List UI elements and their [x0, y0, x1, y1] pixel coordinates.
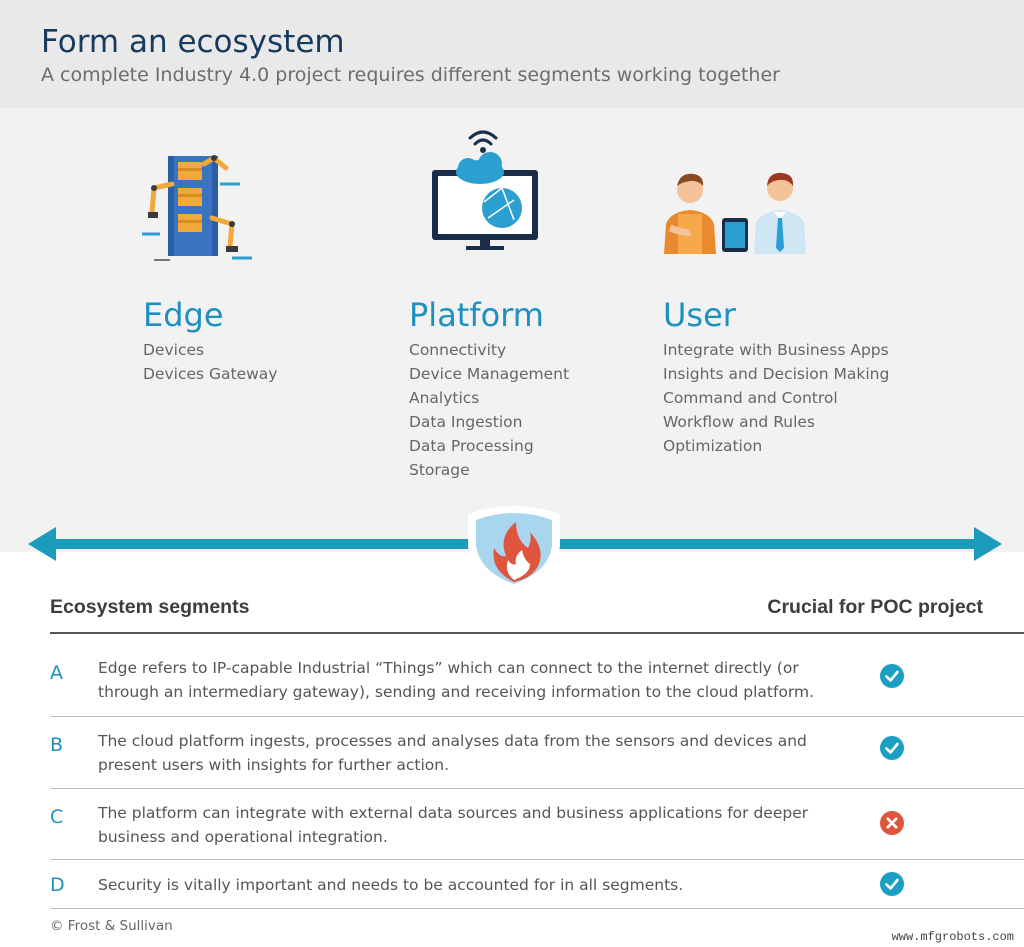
- platform-item: Data Processing: [409, 437, 534, 455]
- edge-item: Devices: [143, 341, 205, 359]
- platform-column: Platform Connectivity Device Management …: [409, 296, 569, 482]
- row-letter: C: [50, 806, 64, 828]
- workers-tablet-icon: [664, 172, 806, 254]
- check-icon: [880, 872, 904, 896]
- segments-header: Ecosystem segments: [50, 596, 250, 618]
- user-item: Command and Control: [663, 389, 838, 407]
- row-divider: [50, 716, 1024, 717]
- right-arrowhead-icon: [974, 527, 1002, 561]
- user-item: Insights and Decision Making: [663, 365, 890, 383]
- table-row: C The platform can integrate with extern…: [50, 789, 1024, 860]
- shield-flame-icon: [468, 506, 560, 592]
- platform-item: Data Ingestion: [409, 413, 523, 431]
- check-icon: [880, 736, 904, 760]
- platform-list: Connectivity Device Management Analytics…: [409, 338, 569, 482]
- platform-item: Storage: [409, 461, 470, 479]
- edge-item: Devices Gateway: [143, 365, 278, 383]
- row-divider: [50, 788, 1024, 789]
- row-letter: A: [50, 662, 63, 684]
- row-text: Security is vitally important and needs …: [98, 876, 684, 894]
- user-column: User Integrate with Business Apps Insigh…: [663, 296, 889, 458]
- site-watermark[interactable]: www.mfgrobots.com: [891, 930, 1014, 944]
- cloud-monitor-icon: [432, 130, 538, 250]
- platform-title: Platform: [409, 296, 544, 334]
- page-title: Form an ecosystem: [41, 24, 345, 60]
- factory-robot-arms-icon: [142, 154, 252, 261]
- user-title: User: [663, 296, 736, 334]
- cross-icon: [880, 811, 904, 835]
- row-text: Edge refers to IP-capable Industrial “Th…: [98, 659, 815, 701]
- user-item: Optimization: [663, 437, 763, 455]
- edge-title: Edge: [143, 296, 224, 334]
- table-row: D Security is vitally important and need…: [50, 860, 1024, 909]
- left-arrowhead-icon: [28, 527, 56, 561]
- header-band: Form an ecosystem A complete Industry 4.…: [0, 0, 1024, 108]
- crucial-header: Crucial for POC project: [767, 596, 983, 618]
- platform-item: Connectivity: [409, 341, 507, 359]
- copyright-footer: © Frost & Sullivan: [50, 918, 173, 934]
- user-list: Integrate with Business Apps Insights an…: [663, 338, 889, 458]
- edge-list: Devices Devices Gateway: [143, 338, 277, 386]
- table-row: B The cloud platform ingests, processes …: [50, 717, 1024, 789]
- row-letter: B: [50, 734, 64, 756]
- row-letter: D: [50, 874, 65, 896]
- row-text: The cloud platform ingests, processes an…: [98, 732, 807, 774]
- row-divider: [50, 908, 1024, 909]
- row-text: The platform can integrate with external…: [98, 804, 809, 846]
- user-item: Workflow and Rules: [663, 413, 816, 431]
- double-arrow-with-shield: [28, 506, 1002, 592]
- platform-item: Analytics: [409, 389, 480, 407]
- user-item: Integrate with Business Apps: [663, 341, 889, 359]
- check-icon: [880, 664, 904, 688]
- page-subtitle: A complete Industry 4.0 project requires…: [41, 64, 780, 86]
- header-divider: [50, 632, 1024, 634]
- row-divider: [50, 859, 1024, 860]
- platform-item: Device Management: [409, 365, 570, 383]
- edge-column: Edge Devices Devices Gateway: [143, 296, 277, 386]
- table-row: A Edge refers to IP-capable Industrial “…: [50, 634, 1024, 717]
